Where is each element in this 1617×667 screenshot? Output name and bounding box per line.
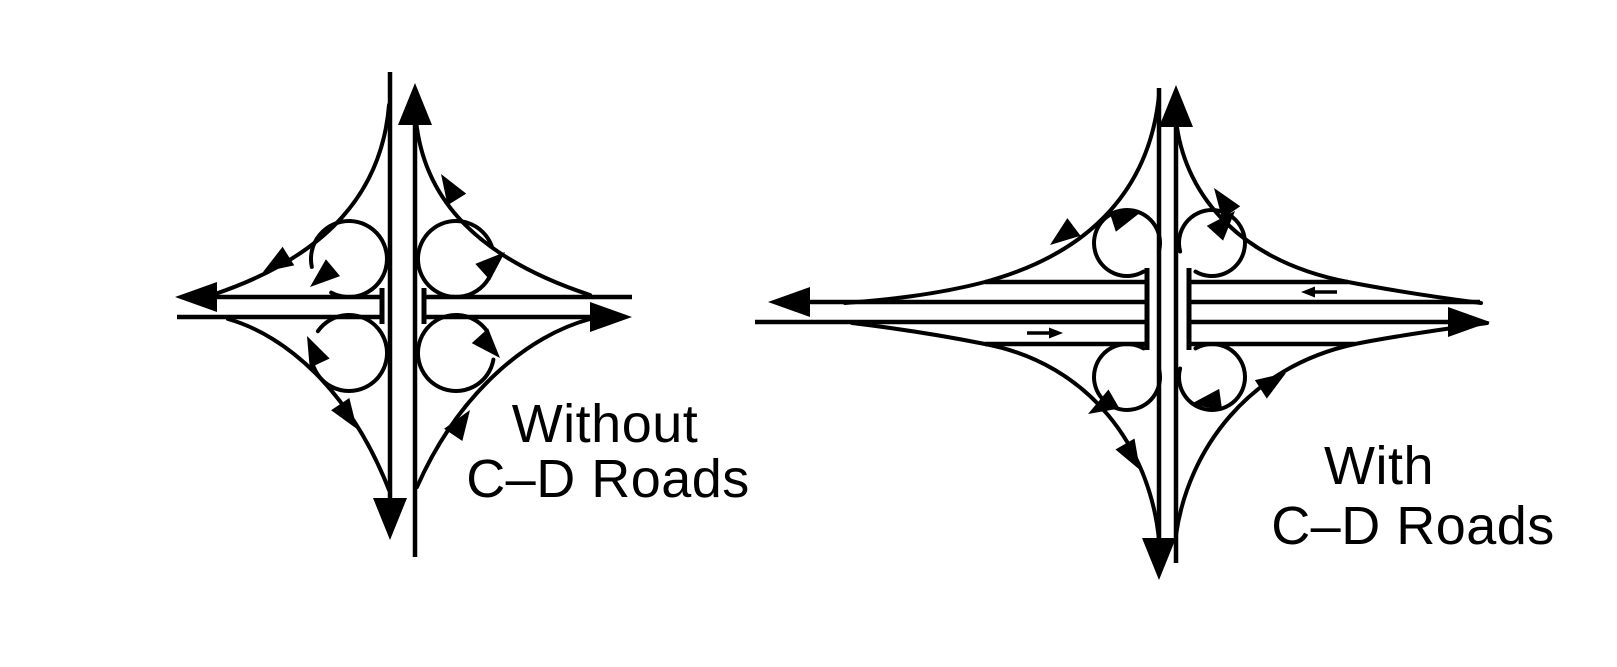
loop-nw-flow-arrow-icon <box>1109 210 1141 232</box>
ramp-nw-flow-arrow-icon <box>263 246 295 272</box>
diagram-with-cd-roads: With C–D Roads <box>755 85 1555 580</box>
ramp-se-flow-arrow-icon <box>1254 373 1286 399</box>
east-arrow-icon <box>1448 307 1490 337</box>
ramp-sw-flow-arrow-icon <box>331 397 357 429</box>
loop-se-flow-arrow-icon <box>1191 388 1223 411</box>
north-arrow-icon <box>398 83 432 125</box>
loop-se-flow-arrow-icon <box>471 328 500 358</box>
loop-nw <box>1092 208 1162 278</box>
ramp-se <box>415 317 592 489</box>
ramp-ne <box>1174 118 1483 305</box>
loop-ne-flow-arrow-icon <box>475 252 505 281</box>
loop-nw-flow-arrow-icon <box>310 259 341 287</box>
loop-sw-flow-arrow-icon <box>307 336 330 368</box>
diagram-without-cd-roads: Without C–D Roads <box>175 72 750 557</box>
ramp-ne-flow-arrow-icon <box>1214 188 1241 219</box>
east-arrow-icon <box>590 302 632 332</box>
ramp-sw <box>850 321 1161 542</box>
ramp-ne <box>414 118 592 297</box>
south-arrow-icon <box>1142 538 1176 580</box>
west-arrow-icon <box>175 282 217 312</box>
loop-se <box>1177 342 1247 412</box>
caption-without-line2: C–D Roads <box>466 449 750 509</box>
loop-ne-flow-arrow-icon <box>1206 211 1235 241</box>
ramp-se <box>1174 321 1489 537</box>
caption-with-line1: With <box>1324 436 1434 496</box>
ramp-sw-flow-arrow-icon <box>1115 438 1140 470</box>
caption-with-line2: C–D Roads <box>1271 496 1555 556</box>
cd-eastbound-arrow-icon <box>1049 327 1063 339</box>
loop-sw <box>309 313 390 393</box>
loop-ne <box>1177 208 1247 278</box>
loop-ne <box>415 218 494 299</box>
ramp-se-flow-arrow-icon <box>444 410 470 442</box>
cd-westbound-arrow-icon <box>1301 286 1315 298</box>
loop-nw <box>309 219 389 299</box>
ramp-nw-flow-arrow-icon <box>1050 218 1081 245</box>
ramp-ne-flow-arrow-icon <box>441 174 467 206</box>
loop-sw-flow-arrow-icon <box>1088 389 1120 414</box>
north-arrow-icon <box>1159 85 1193 127</box>
ramp-nw <box>213 103 391 296</box>
west-arrow-icon <box>768 287 810 317</box>
south-arrow-icon <box>373 498 407 540</box>
caption-without-line1: Without <box>512 394 699 454</box>
loop-sw <box>1092 342 1162 412</box>
ramp-nw <box>843 93 1161 305</box>
loop-se <box>415 313 496 393</box>
